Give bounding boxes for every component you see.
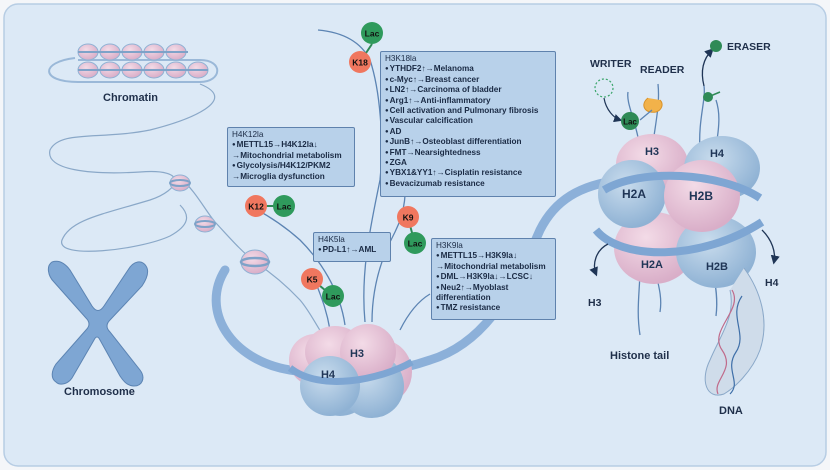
- right-h3-label: H3: [645, 146, 659, 158]
- k12-lac-label: Lac: [277, 202, 292, 212]
- central-h4-label: H4: [321, 369, 336, 381]
- eraser-released-lac: [710, 40, 722, 52]
- list-item: →Mitochondrial metabolism: [436, 261, 546, 271]
- list-item: ZGA: [385, 158, 551, 168]
- h3k9la-title: H3K9la: [436, 241, 463, 250]
- k5-label: K5: [307, 275, 318, 285]
- writer-lac-circle: [621, 112, 639, 130]
- list-item: Vascular calcification: [385, 116, 551, 126]
- dna-thread: [49, 83, 216, 252]
- reader-label: READER: [640, 64, 685, 76]
- eraser-label: ERASER: [727, 41, 771, 53]
- list-item: PD-L1↑→AML: [318, 245, 386, 255]
- chromatin-label: Chromatin: [103, 92, 158, 104]
- k9-lac-label: Lac: [408, 239, 423, 249]
- h4k12la-box: H4K12la METTL15→H4K12la↓ →Mitochondrial …: [227, 127, 355, 187]
- k18-label: K18: [352, 58, 368, 68]
- list-item: YBX1&YY1↑→Cisplatin resistance: [385, 168, 551, 178]
- right-h2a-top-label: H2A: [622, 187, 646, 201]
- dna-helix: [704, 267, 765, 396]
- h4-arrow-label: H4: [765, 277, 779, 289]
- k12-label: K12: [248, 202, 264, 212]
- k5-lac-label: Lac: [326, 292, 341, 302]
- writer-reader-eraser-group: Lac: [594, 40, 722, 130]
- list-item: METTL15→H3K9la↓: [436, 251, 551, 261]
- right-h2b-bottom-label: H2B: [706, 261, 728, 273]
- list-item: DML→H3K9la↓→LCSC↓: [436, 272, 551, 282]
- list-item: JunB↑→Osteoblast differentiation: [385, 137, 551, 147]
- site-k12: Lac K12: [245, 195, 295, 217]
- eraser-arrow: [701, 48, 714, 87]
- right-h2b-top-label: H2B: [689, 189, 713, 203]
- list-item: Neu2↑→Myoblast: [436, 283, 551, 293]
- list-item: YTHDF2↑→Melanoma: [385, 64, 551, 74]
- h3-arrow-label: H3: [588, 297, 602, 309]
- k18-lac-label: Lac: [365, 29, 380, 39]
- h4k5la-box: H4K5la PD-L1↑→AML: [313, 232, 391, 262]
- chromatin-fiber: [48, 43, 219, 83]
- site-k9: Lac K9: [397, 206, 426, 254]
- list-item: Arg1↑→Anti-inflammatory: [385, 96, 551, 106]
- histone-tail-label: Histone tail: [610, 350, 670, 362]
- right-h4-label: H4: [710, 148, 725, 160]
- h4k12la-title: H4K12la: [232, 130, 264, 139]
- list-item: →Mitochondrial metabolism: [232, 150, 342, 160]
- h3k18la-title: H3K18la: [385, 54, 417, 63]
- writer-label: WRITER: [590, 58, 632, 70]
- chromosome-shape: [47, 260, 149, 387]
- writer-arrow: [603, 97, 623, 123]
- list-item: c-Myc↑→Breast cancer: [385, 75, 551, 85]
- dna-label: DNA: [719, 405, 743, 417]
- list-item: TMZ resistance: [436, 303, 551, 313]
- list-item: METTL15→H4K12la↓: [232, 140, 350, 150]
- dna-backbone: [211, 175, 625, 380]
- h3k9la-box: H3K9la METTL15→H3K9la↓ →Mitochondrial me…: [431, 238, 556, 320]
- list-item: Glycolysis/H4K12/PKM2: [232, 161, 350, 171]
- site-k5: Lac K5: [301, 268, 344, 307]
- list-item: FMT→Nearsightedness: [385, 148, 551, 158]
- chromosome-label: Chromosome: [64, 386, 135, 398]
- h4-release-arrow: [761, 229, 780, 265]
- list-item: differentiation: [436, 293, 491, 303]
- right-h2a-bottom-label: H2A: [641, 259, 663, 271]
- site-k18: Lac K18: [349, 22, 383, 73]
- right-nucleosome: H3 H4 H2A H2B H2A H2B: [592, 83, 765, 336]
- reader-icon: [643, 97, 663, 113]
- list-item: →Microglia dysfunction: [232, 171, 325, 181]
- central-h3-label: H3: [350, 348, 364, 360]
- h3k18la-box: H3K18la YTHDF2↑→Melanoma c-Myc↑→Breast c…: [380, 51, 556, 197]
- list-item: Bevacizumab resistance: [385, 179, 551, 189]
- list-item: AD: [385, 127, 551, 137]
- small-nucleosomes: [169, 174, 271, 275]
- writer-dashed-circle: [594, 78, 614, 98]
- list-item: Cell activation and Pulmonary fibrosis: [385, 106, 551, 116]
- h3-release-arrow: [589, 243, 609, 277]
- writer-lac-label: Lac: [623, 118, 637, 127]
- h4k5la-title: H4K5la: [318, 235, 345, 244]
- list-item: LN2↑→Carcinoma of bladder: [385, 85, 551, 95]
- k9-label: K9: [403, 213, 414, 223]
- central-nucleosome: H3 H4: [287, 324, 414, 418]
